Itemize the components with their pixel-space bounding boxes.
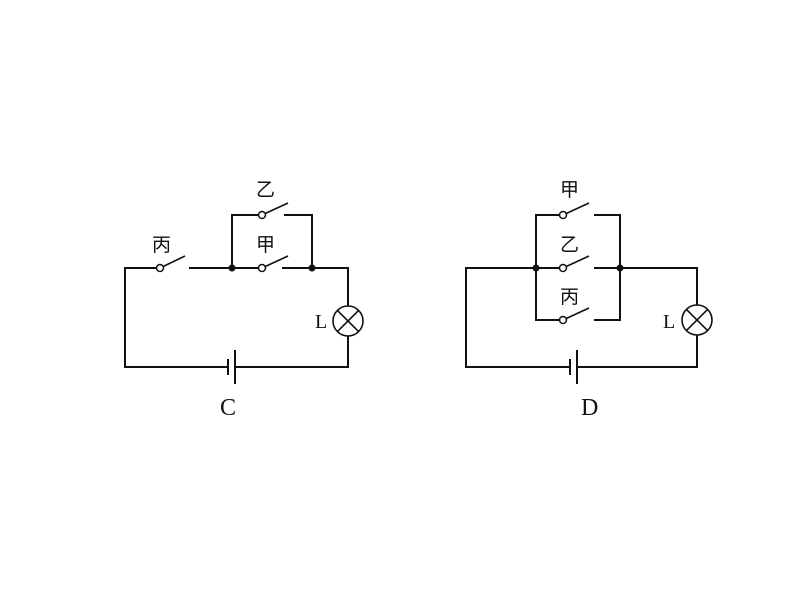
circuit-d: 甲 乙 丙 L D — [465, 179, 713, 421]
lamp-label: L — [663, 311, 675, 333]
switch-label-bing: 丙 — [560, 286, 579, 308]
circuit-c-upper-branch-right — [284, 214, 313, 269]
circuit-c-right-wire — [234, 336, 349, 368]
switch-label-yi: 乙 — [560, 234, 579, 256]
lamp-icon — [332, 305, 364, 337]
circuit-c: 丙 乙 甲 L C — [124, 179, 364, 421]
switch-yi — [558, 255, 590, 273]
circuit-d-top-right-wire — [619, 267, 698, 306]
battery-icon — [227, 350, 236, 384]
diagram-caption: D — [581, 395, 598, 421]
lamp-label: L — [315, 311, 327, 333]
circuit-c-top-right-wire — [282, 267, 349, 306]
diagram-caption: C — [220, 395, 236, 421]
junction-dot — [228, 264, 236, 272]
switch-label-jia: 甲 — [560, 179, 579, 201]
circuit-c-loop-wire — [124, 267, 229, 368]
circuit-c-upper-branch-left — [231, 214, 263, 269]
battery-icon — [569, 350, 578, 384]
junction-dot — [616, 264, 624, 272]
switch-yi — [257, 202, 289, 220]
lamp-icon — [681, 304, 713, 336]
switch-jia — [558, 202, 590, 220]
circuit-d-right-wire — [576, 334, 698, 368]
switch-label-bing: 丙 — [152, 234, 171, 256]
junction-dot — [532, 264, 540, 272]
switch-bing — [155, 255, 186, 273]
circuit-d-left-wire — [465, 267, 571, 368]
switch-label-yi: 乙 — [256, 179, 275, 201]
junction-dot — [308, 264, 316, 272]
switch-bing — [558, 307, 590, 325]
switch-jia — [257, 255, 289, 273]
switch-label-jia: 甲 — [256, 234, 275, 256]
